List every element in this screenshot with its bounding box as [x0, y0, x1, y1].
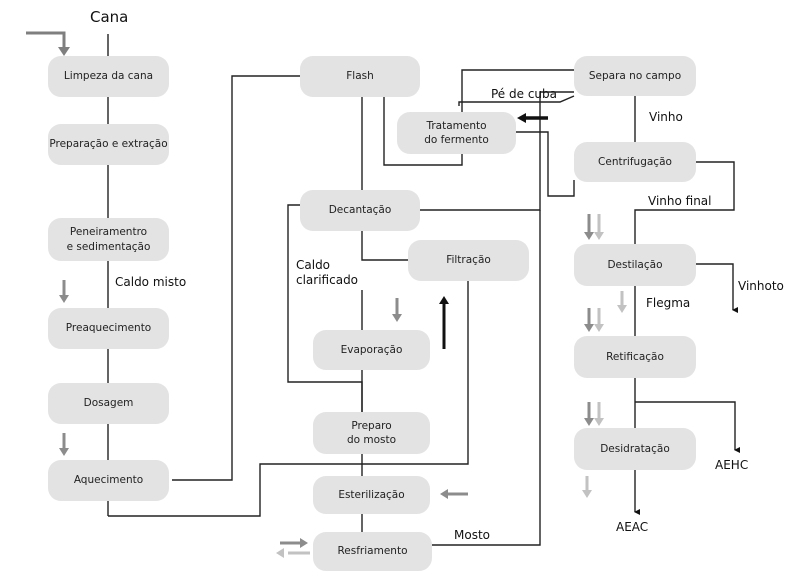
box-separa-no-campo: Separa no campo: [574, 56, 696, 96]
gray-arrows-destilacao: [584, 214, 604, 240]
gray-arrows-resfriamento: [276, 538, 310, 558]
label-caldo-clarificado: Caldo clarificado: [296, 258, 359, 287]
line-flash-separa: [383, 69, 574, 166]
box-peneiramento: Peneiramentro e sedimentação: [48, 218, 169, 261]
label-mosto: Mosto: [454, 528, 490, 542]
box-decantacao: Decantação: [300, 190, 420, 231]
box-retificacao: Retificação: [574, 336, 696, 378]
box-flash: Flash: [300, 56, 420, 97]
black-arrow-evaporacao-out: [430, 296, 449, 350]
line-decantacao-filtracao: [361, 231, 408, 261]
line-vinhoto: [696, 263, 738, 313]
box-desidratacao: Desidratação: [574, 428, 696, 470]
line-aquecimento-flash: [172, 75, 300, 481]
line-tratamento-centrifugacao: [516, 131, 575, 197]
label-vinho: Vinho: [649, 110, 683, 124]
box-centrifugacao: Centrifugação: [574, 142, 696, 182]
box-preparo-do-mosto: Preparo do mosto: [313, 412, 430, 454]
input-arrow-cana: [26, 31, 66, 49]
box-esterilizacao: Esterilização: [313, 476, 430, 514]
box-aquecimento: Aquecimento: [48, 460, 169, 501]
line-vinho-final: [634, 161, 735, 244]
gray-arrows-desidratacao: [584, 402, 604, 426]
line-aehc: [635, 401, 740, 453]
box-dosagem: Dosagem: [48, 383, 169, 424]
label-cana: Cana: [90, 8, 129, 26]
box-preparacao-e-extracao: Preparação e extração: [48, 124, 169, 165]
label-aehc: AEHC: [715, 458, 749, 472]
gray-arrows-retificacao: [584, 308, 604, 332]
label-caldo-misto: Caldo misto: [115, 275, 187, 289]
gray-arrow-esterilizacao: [440, 489, 468, 499]
line-bottom-to-filtracao: [108, 281, 469, 517]
box-filtracao: Filtração: [408, 240, 529, 281]
gray-arrow-aquecimento: [59, 433, 69, 456]
line-caldo-clarificado: [287, 204, 363, 412]
box-resfriamento: Resfriamento: [313, 532, 432, 571]
label-vinhoto: Vinhoto: [738, 279, 784, 293]
line-pe-de-cuba: [458, 95, 575, 106]
line-mosto: [432, 210, 541, 546]
label-flegma: Flegma: [646, 296, 691, 310]
gray-arrow-preaquecimento: [59, 280, 69, 303]
gray-arrow-evaporacao: [392, 298, 402, 322]
input-arrow-head: [58, 47, 70, 56]
light-arrow-desidratacao-out: [582, 476, 592, 498]
box-destilacao: Destilação: [574, 244, 696, 286]
box-tratamento-do-fermento: Tratamento do fermento: [397, 112, 516, 154]
label-aeac: AEAC: [616, 520, 649, 534]
box-preaquecimento: Preaquecimento: [48, 308, 169, 349]
label-pe-de-cuba: Pé de cuba: [491, 87, 557, 101]
light-arrow-destilacao-out: [617, 291, 627, 313]
black-arrow-pe-de-cuba: [517, 113, 548, 123]
label-vinho-final: Vinho final: [648, 194, 712, 208]
box-limpeza-da-cana: Limpeza da cana: [48, 56, 169, 97]
box-evaporacao: Evaporação: [313, 330, 430, 370]
